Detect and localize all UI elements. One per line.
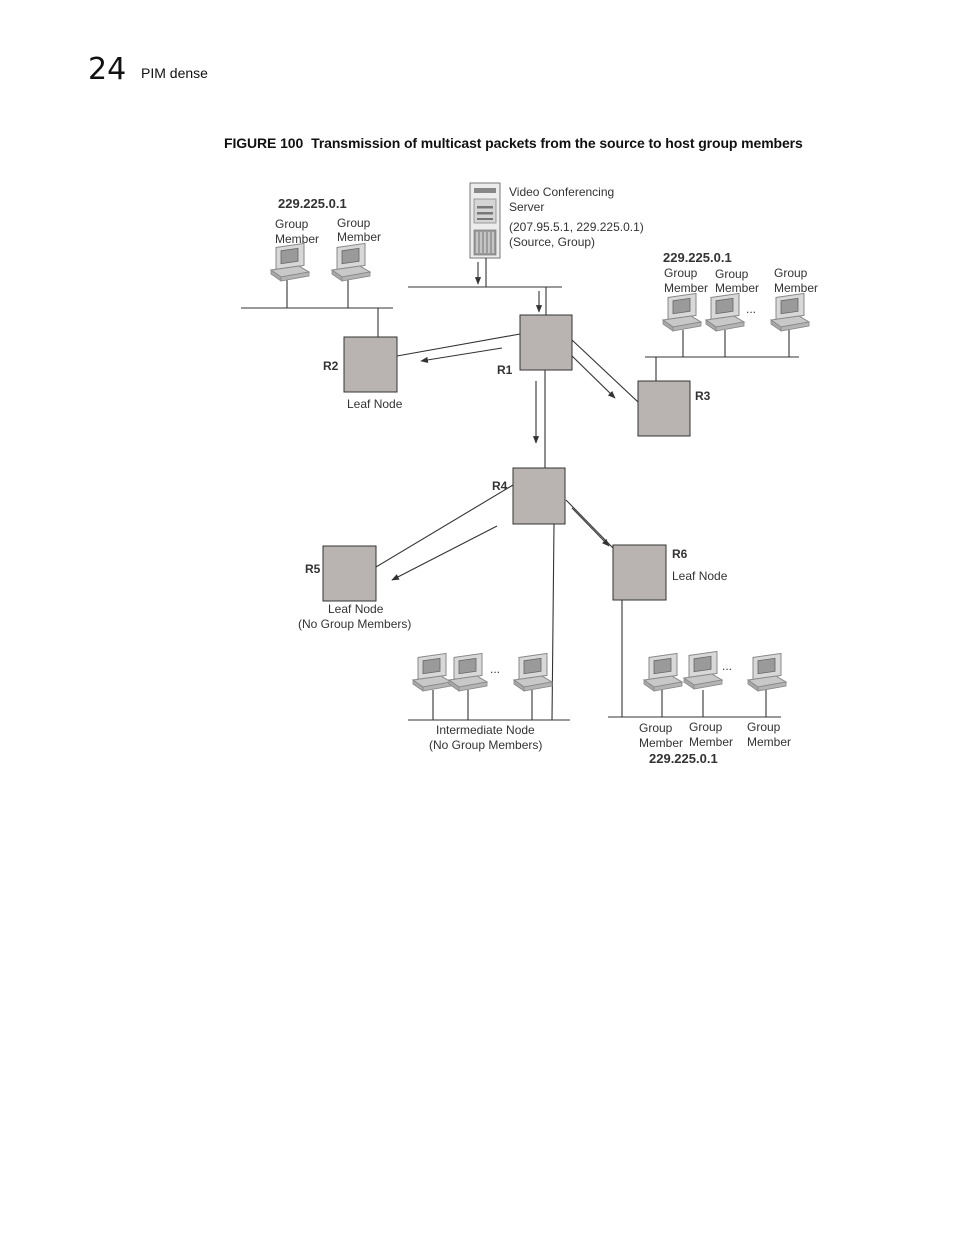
more-hosts-ellipsis: ... — [722, 659, 732, 673]
group-member-label: Group — [715, 267, 749, 281]
router-r5 — [322, 545, 377, 602]
server-label-1: Video Conferencing — [509, 185, 614, 199]
computer-icon — [513, 652, 553, 692]
group-member-label: Group — [275, 217, 309, 231]
computer-icon — [331, 242, 371, 282]
server-icon — [469, 182, 501, 259]
group-member-label: Member — [639, 736, 683, 750]
router-r3 — [637, 380, 691, 437]
server-address: (207.95.5.1, 229.225.0.1) — [509, 220, 644, 234]
computer-icon — [770, 292, 810, 332]
router-label-r3: R3 — [695, 389, 711, 403]
group-member-label: Member — [774, 281, 818, 295]
more-hosts-ellipsis: ... — [490, 662, 500, 676]
r6-leaf-node-label: Leaf Node — [672, 569, 728, 583]
figure-caption: FIGURE 100 Transmission of multicast pack… — [224, 135, 803, 151]
network-links — [241, 258, 799, 721]
router-label-r6: R6 — [672, 547, 688, 561]
computer-icon — [705, 292, 745, 332]
router-r2 — [343, 336, 398, 393]
computer-icon — [662, 292, 702, 332]
group-member-label: Group — [664, 266, 698, 280]
group-address-label: 229.225.0.1 — [663, 250, 732, 265]
more-hosts-ellipsis: ... — [746, 302, 756, 316]
router-r6 — [612, 544, 667, 601]
group-member-label: Member — [337, 230, 381, 244]
router-label-r2: R2 — [323, 359, 339, 373]
group-address-label: 229.225.0.1 — [649, 751, 718, 766]
intermediate-no-members-label: (No Group Members) — [429, 738, 542, 752]
computer-icon — [683, 650, 723, 690]
r5-no-members-label: (No Group Members) — [298, 617, 411, 631]
chapter-number: 24 — [88, 52, 127, 87]
server-label-2: Server — [509, 200, 544, 214]
group-address-label: 229.225.0.1 — [278, 196, 347, 211]
group-member-label: Member — [689, 735, 733, 749]
r5-leaf-node-label: Leaf Node — [328, 602, 384, 616]
intermediate-node-label: Intermediate Node — [436, 723, 535, 737]
group-member-label: Member — [715, 281, 759, 295]
router-label-r4: R4 — [492, 479, 508, 493]
router-label-r1: R1 — [497, 363, 513, 377]
group-member-label: Group — [689, 720, 723, 734]
computer-icon — [412, 652, 452, 692]
router-r1 — [519, 314, 573, 371]
server-source-group: (Source, Group) — [509, 235, 595, 249]
group-member-label: Group — [747, 720, 781, 734]
chapter-title: PIM dense — [141, 65, 208, 81]
group-member-label: Member — [275, 232, 319, 246]
router-boxes — [322, 314, 691, 602]
group-member-label: Group — [639, 721, 673, 735]
computer-icon — [747, 652, 787, 692]
router-label-r5: R5 — [305, 562, 321, 576]
figure-label: FIGURE 100 — [224, 135, 304, 151]
figure-title: Transmission of multicast packets from t… — [311, 135, 803, 151]
router-r4 — [512, 467, 566, 525]
computer-icon — [448, 652, 488, 692]
group-member-label: Group — [774, 266, 808, 280]
computer-icon — [270, 242, 310, 282]
group-member-label: Member — [664, 281, 708, 295]
group-member-label: Group — [337, 216, 371, 230]
computer-icon — [643, 652, 683, 692]
r2-leaf-node-label: Leaf Node — [347, 397, 403, 411]
group-member-label: Member — [747, 735, 791, 749]
multicast-arrows — [391, 262, 616, 581]
